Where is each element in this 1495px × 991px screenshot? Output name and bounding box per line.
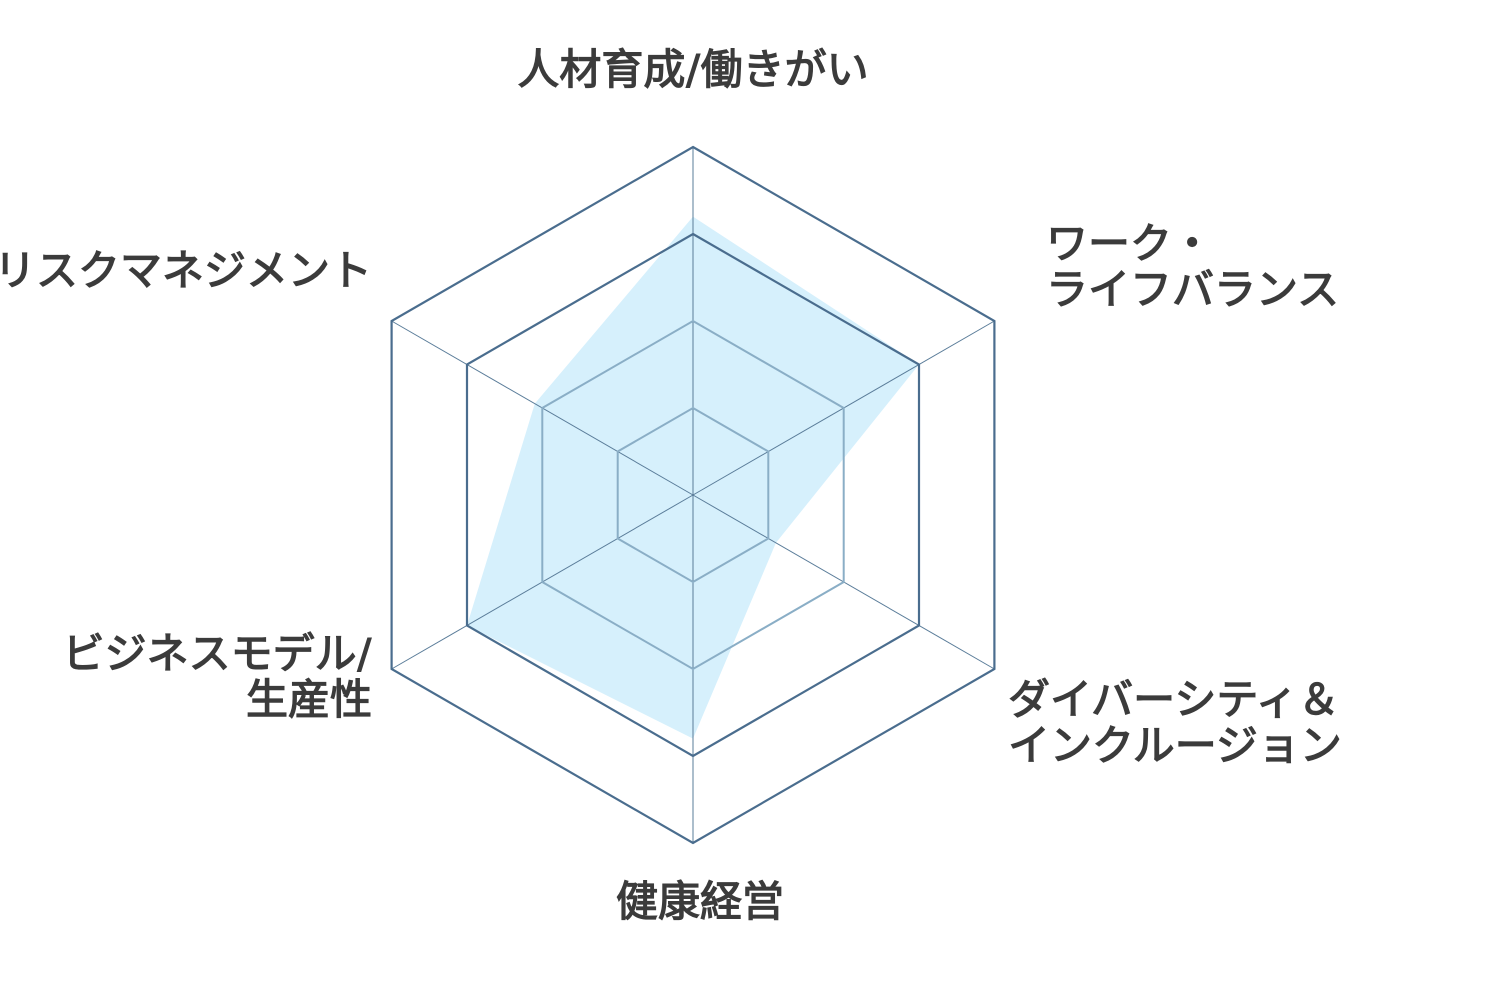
axis-label-2-line-1: ワーク・ [1046,219,1213,268]
grid-ring-2 [541,319,845,671]
grid-ring-3 [465,232,921,758]
axis-label-6-line-1: リスクマネジメント [0,246,372,295]
grid-ring-1 [616,406,770,584]
axis-label-5-line-1: ビジネスモデル/ [63,629,373,678]
axis-label-3: ダイバーシティ＆インクルージョン [1008,675,1342,770]
axis-label-1-line-1: 人材育成/働きがい [517,45,868,94]
axis-label-5: ビジネスモデル/生産性 [63,629,373,724]
axis-label-4: 健康経営 [616,877,784,926]
axis-label-2: ワーク・ライフバランス [1046,219,1339,314]
axis-label-5-line-2: 生産性 [246,675,372,724]
axis-label-4-line-1: 健康経営 [616,877,784,926]
axis-label-1: 人材育成/働きがい [517,45,868,94]
grid-ring-4 [390,145,996,845]
axis-label-3-line-1: ダイバーシティ＆ [1008,675,1340,724]
axis-label-2-line-2: ライフバランス [1046,265,1339,314]
axis-label-3-line-2: インクルージョン [1008,721,1342,770]
axis-label-6: リスクマネジメント [0,246,372,295]
